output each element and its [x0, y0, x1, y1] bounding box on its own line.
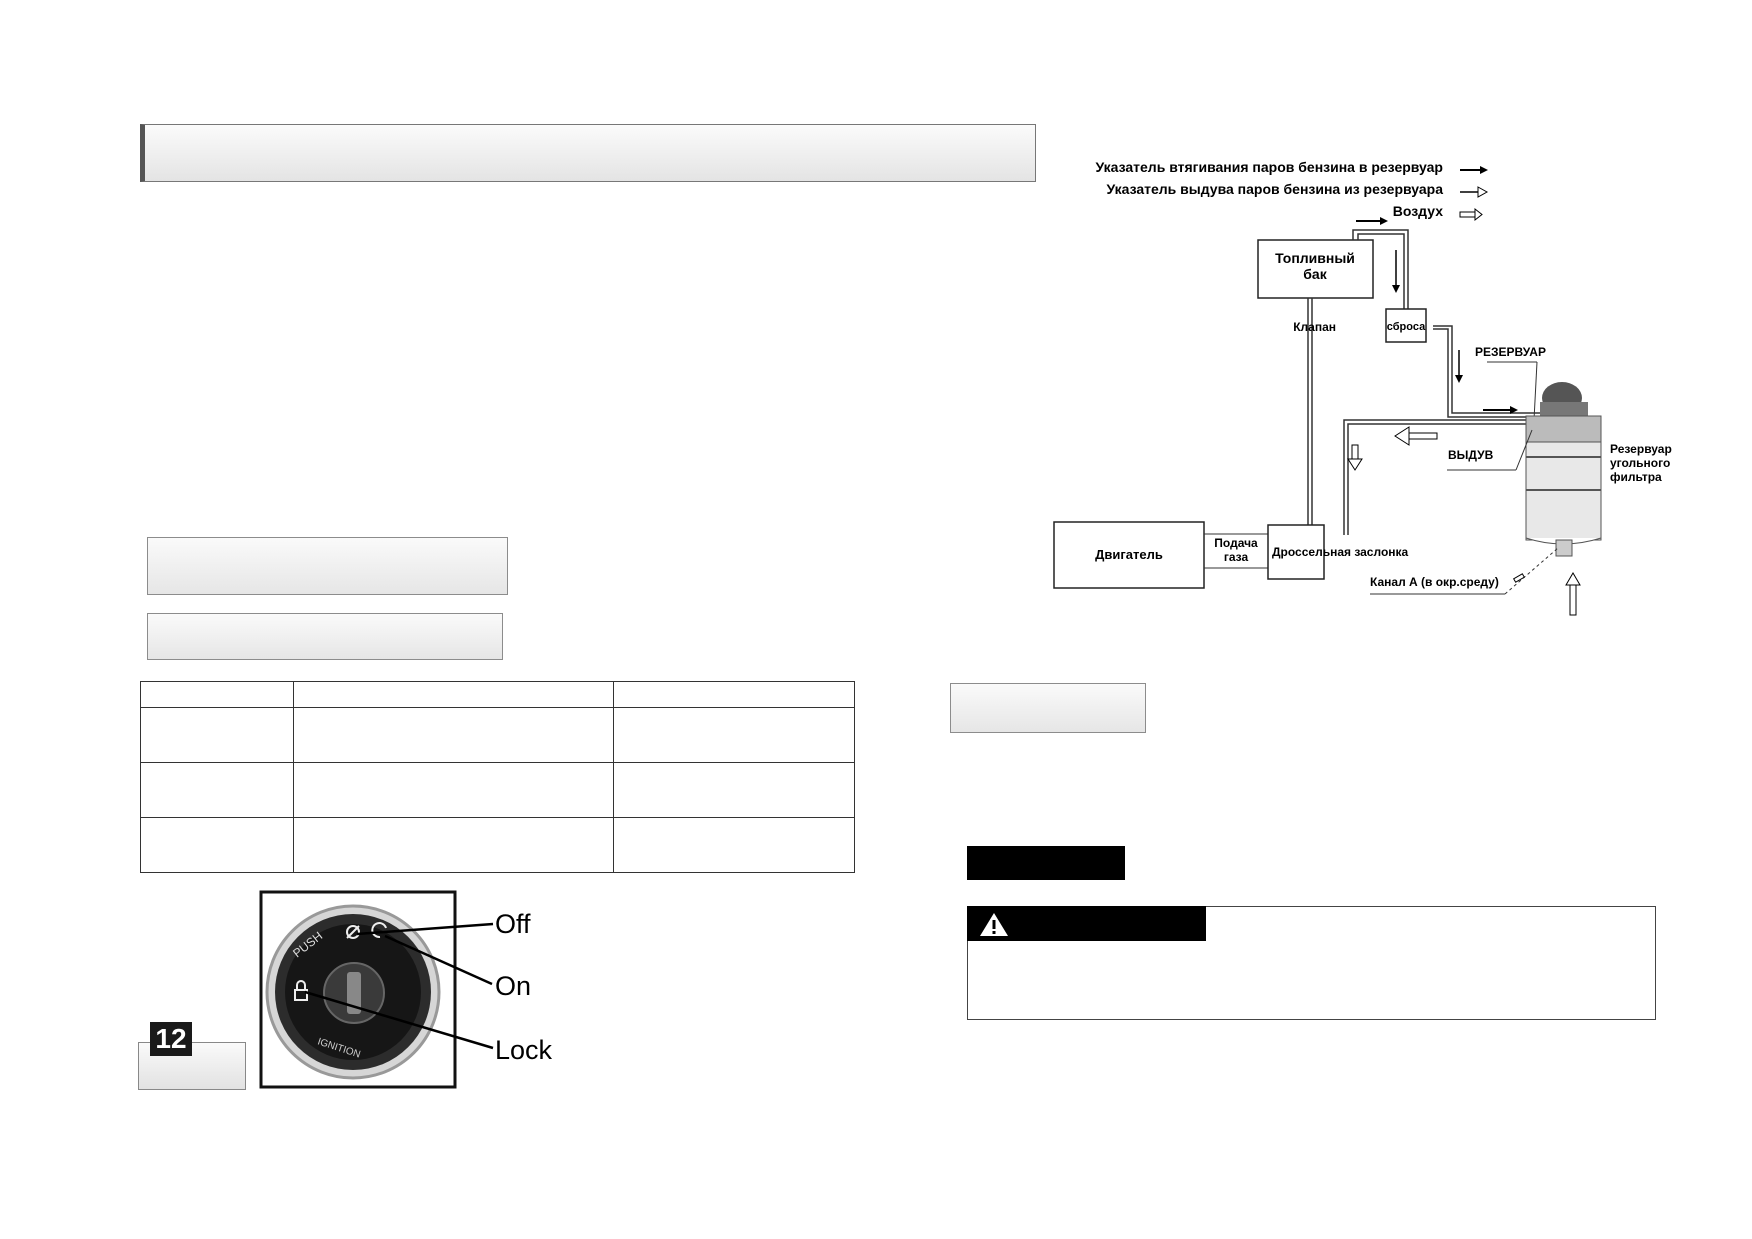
subsection-header-box-2	[147, 613, 503, 660]
table-cell	[613, 762, 855, 818]
table-row	[140, 707, 855, 763]
table-cell	[293, 762, 614, 818]
right-section-header-box	[950, 683, 1146, 733]
fuel-tank-label-2: бак	[1303, 266, 1327, 282]
canister-label-3: фильтра	[1610, 470, 1662, 484]
table-row	[140, 817, 855, 873]
engine-box	[1053, 521, 1205, 589]
ignition-switch-figure: PUSH IGNITION Off On Lock	[259, 890, 553, 1089]
table-cell	[613, 707, 855, 763]
fuel-tank-label-1: Топливный	[1275, 250, 1355, 266]
gas-feed-label-1: Подача	[1214, 536, 1258, 550]
table-cell	[293, 707, 614, 763]
reservoir-label: РЕЗЕРВУАР	[1475, 345, 1546, 359]
table-cell	[293, 817, 614, 873]
throttle-box	[1267, 524, 1325, 580]
fuel-tank-box	[1257, 239, 1374, 299]
label-on: On	[495, 971, 531, 1001]
legend-intake-arrow	[1460, 166, 1488, 174]
table-cell	[140, 681, 294, 708]
table-cell	[293, 681, 614, 708]
callout-lines	[304, 922, 494, 1050]
warning-icon	[977, 909, 1011, 939]
engine-icon	[346, 925, 360, 939]
valve-box-label: сброса	[1387, 321, 1426, 333]
throttle-label: Дроссельная заслонка	[1272, 545, 1409, 559]
label-lock: Lock	[495, 1035, 553, 1065]
legend-exhaust-text: Указатель выдува паров бензина из резерв…	[1106, 181, 1443, 197]
evap-system-diagram: Указатель втягивания паров бензина в рез…	[1053, 159, 1672, 616]
subsection-header-box-1	[147, 537, 508, 595]
section-header-bar	[140, 124, 1036, 182]
ignition-switch-photo: PUSH IGNITION	[265, 904, 441, 1080]
pipes	[1307, 229, 1577, 535]
table-cell	[613, 681, 855, 708]
legend-air-text: Воздух	[1393, 203, 1443, 219]
table-row	[140, 762, 855, 818]
legend-intake-text: Указатель втягивания паров бензина в рез…	[1095, 159, 1443, 175]
engine-label: Двигатель	[1095, 547, 1163, 562]
warning-header	[967, 906, 1206, 941]
gas-feed-label-2: газа	[1224, 550, 1249, 564]
notice-label-bar	[967, 846, 1125, 880]
flow-arrows	[1347, 217, 1581, 616]
table-header-row	[140, 681, 855, 708]
legend-exhaust-arrow	[1460, 186, 1489, 198]
spec-table	[140, 681, 855, 873]
canister-label-2: угольного	[1610, 456, 1670, 470]
legend-air-arrow	[1459, 207, 1483, 222]
padlock-icon	[294, 980, 308, 1001]
canister-label-1: Резервуар	[1610, 442, 1672, 456]
table-cell	[140, 762, 294, 818]
charcoal-canister	[1525, 382, 1602, 557]
channel-label: Канал А (в окр.среду)	[1370, 575, 1499, 589]
valve-box	[1385, 308, 1427, 343]
blowout-label: ВЫДУВ	[1448, 448, 1494, 462]
air-arrow-small	[1512, 573, 1526, 583]
table-cell	[140, 817, 294, 873]
page-number: 12	[150, 1022, 192, 1056]
table-cell	[613, 817, 855, 873]
valve-prefix-label: Клапан	[1293, 320, 1336, 334]
table-cell	[140, 707, 294, 763]
warning-box	[967, 906, 1656, 1020]
power-icon	[371, 922, 387, 939]
label-off: Off	[495, 909, 531, 939]
